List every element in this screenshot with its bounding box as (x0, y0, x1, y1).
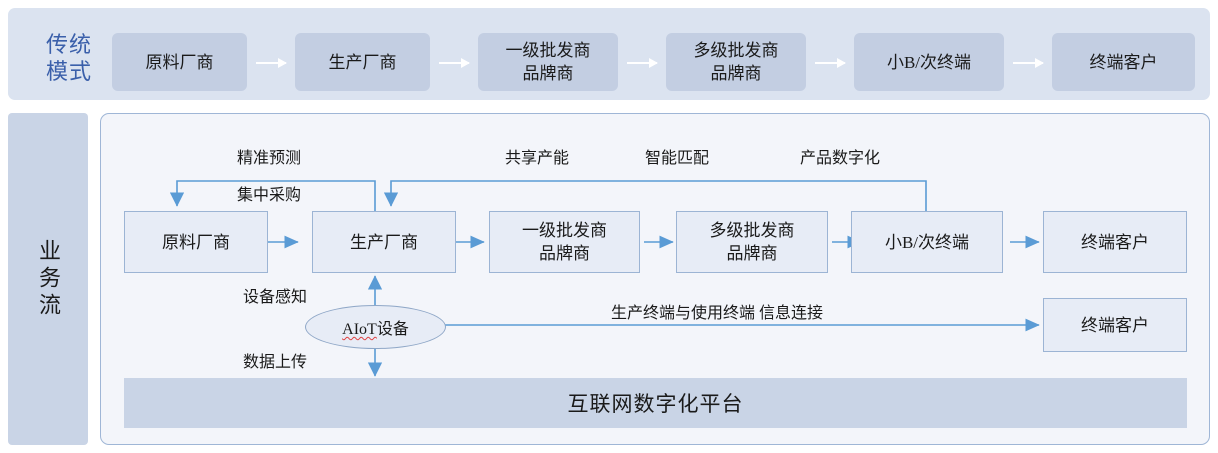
flow-node-multi-wholesaler[interactable]: 多级批发商品牌商 (676, 211, 828, 273)
traditional-node-small-b[interactable]: 小B/次终端 (854, 33, 1004, 91)
traditional-mode-legend: 传统 模式 (30, 30, 108, 86)
aiot-device-node[interactable]: AIoT设备 (305, 305, 446, 349)
label-centralized-purchasing: 集中采购 (237, 187, 302, 204)
label-smart-matching: 智能匹配 (645, 150, 710, 167)
flow-node-3-line-1: 一级批发商 (522, 221, 607, 240)
traditional-mode-panel: 传统 模式 原料厂商 生产厂商 一级批发商品牌商 多级批发商品牌商 小B/次终端… (8, 8, 1210, 100)
flow-node-manufacturer[interactable]: 生产厂商 (312, 211, 456, 273)
traditional-node-4-line-1: 多级批发商 (693, 41, 779, 60)
flow-node-raw-material[interactable]: 原料厂商 (124, 211, 268, 273)
flow-node-primary-wholesaler[interactable]: 一级批发商品牌商 (489, 211, 640, 273)
traditional-node-3-line-2: 品牌商 (522, 64, 574, 83)
traditional-node-manufacturer[interactable]: 生产厂商 (295, 33, 430, 91)
traditional-arrow-4 (815, 58, 846, 68)
traditional-legend-line-2: 模式 (45, 59, 92, 84)
traditional-legend-line-1: 传统 (45, 32, 92, 57)
traditional-node-4-line-2: 品牌商 (710, 64, 762, 83)
business-flow-legend-label: 业务流 (36, 238, 61, 320)
aiot-device-suffix: 设备 (376, 321, 409, 338)
flow-node-3-line-2: 品牌商 (539, 244, 590, 263)
traditional-node-raw-material[interactable]: 原料厂商 (112, 33, 247, 91)
label-data-upload: 数据上传 (243, 354, 308, 371)
aiot-device-spellchecked-text: AIoT (342, 321, 377, 338)
traditional-arrow-2 (439, 58, 470, 68)
traditional-node-3-line-1: 一级批发商 (505, 41, 591, 60)
flow-node-4-line-2: 品牌商 (726, 244, 778, 263)
label-device-sensing: 设备感知 (243, 289, 308, 306)
label-accurate-forecast: 精准预测 (237, 150, 302, 167)
traditional-node-multi-wholesaler[interactable]: 多级批发商品牌商 (666, 33, 806, 91)
traditional-arrow-3 (627, 58, 658, 68)
traditional-arrow-5 (1013, 58, 1044, 68)
traditional-node-primary-wholesaler[interactable]: 一级批发商品牌商 (478, 33, 618, 91)
business-flow-legend: 业务流 (8, 113, 88, 445)
label-info-connection: 生产终端与使用终端 信息连接 (611, 305, 824, 322)
flow-node-end-customer-1[interactable]: 终端客户 (1043, 211, 1187, 273)
traditional-node-end-customer[interactable]: 终端客户 (1052, 33, 1195, 91)
label-shared-capacity: 共享产能 (505, 150, 570, 167)
digital-platform-bar[interactable]: 互联网数字化平台 (124, 378, 1187, 428)
flow-node-small-b[interactable]: 小B/次终端 (851, 211, 1003, 273)
label-product-digitalization: 产品数字化 (800, 150, 881, 167)
flow-node-end-customer-2[interactable]: 终端客户 (1043, 298, 1187, 352)
flow-node-4-line-1: 多级批发商 (709, 221, 795, 240)
traditional-arrow-1 (256, 58, 287, 68)
